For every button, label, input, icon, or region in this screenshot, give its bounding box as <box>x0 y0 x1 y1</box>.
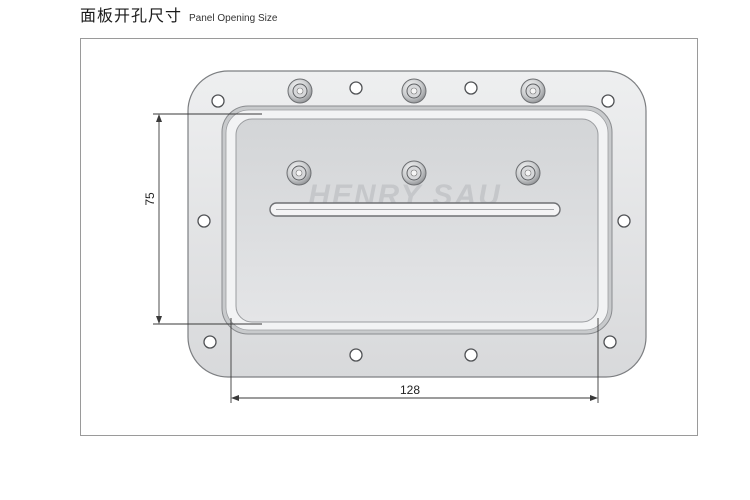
mounting-hole <box>603 335 617 349</box>
rivet <box>520 78 546 104</box>
height-dimension-label: 75 <box>143 192 157 206</box>
rivet <box>401 160 427 186</box>
width-dimension <box>230 318 599 403</box>
page-title: 面板开孔尺寸 Panel Opening Size <box>80 2 278 25</box>
drawing-frame <box>80 38 698 436</box>
height-dimension <box>153 113 262 325</box>
recess-floor <box>235 118 599 323</box>
rivet <box>286 160 312 186</box>
mounting-hole <box>197 214 211 228</box>
rivet <box>401 78 427 104</box>
mounting-hole <box>464 348 478 362</box>
mounting-hole <box>211 94 225 108</box>
title-english: Panel Opening Size <box>189 13 278 24</box>
mounting-hole <box>601 94 615 108</box>
mounting-hole <box>349 348 363 362</box>
title-chinese: 面板开孔尺寸 <box>80 6 183 25</box>
mounting-hole <box>349 81 363 95</box>
mounting-hole <box>617 214 631 228</box>
rivet <box>287 78 313 104</box>
rivet <box>515 160 541 186</box>
mounting-hole <box>464 81 478 95</box>
mounting-hole <box>203 335 217 349</box>
width-dimension-label: 128 <box>400 383 420 397</box>
